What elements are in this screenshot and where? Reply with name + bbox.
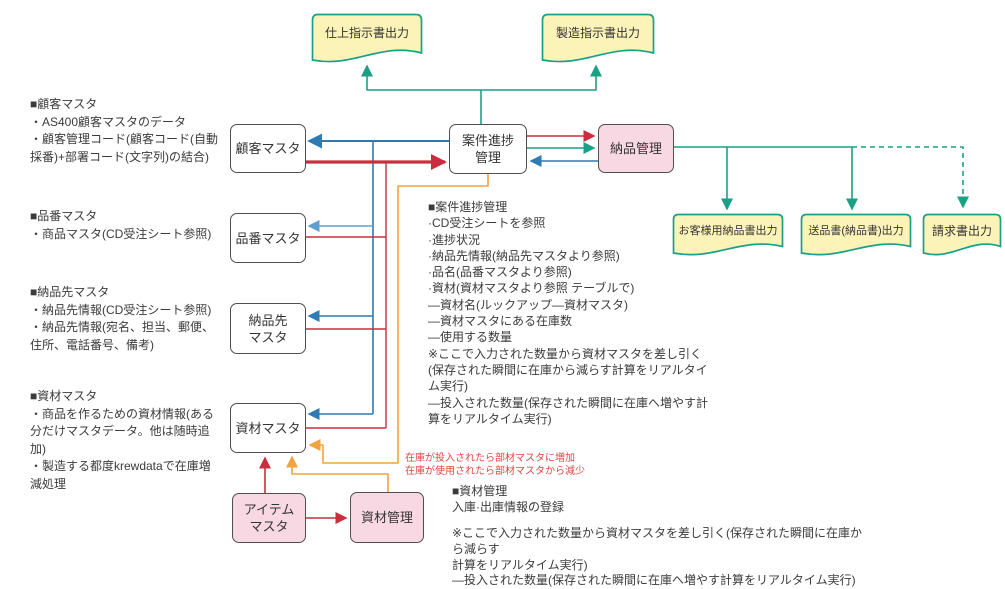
node-shizai-kanri: 資材管理 [350, 492, 424, 543]
document-shape-icon [800, 213, 912, 256]
document-shape-icon [541, 13, 655, 63]
node-hinban-master: 品番マスタ [230, 213, 306, 263]
node-nohinsaki-master: 納品先 マスタ [230, 303, 306, 354]
arrow-anken-to-shizai-orange [308, 174, 489, 464]
doc-okyakusama-output: お客様用納品書出力 [672, 213, 784, 259]
doc-label: 仕上指示書出力 [324, 26, 409, 40]
doc-label: 請求書出力 [931, 223, 992, 238]
doc-sohin-output: 送品書(納品書)出力 [800, 213, 912, 259]
note-hinban-master: ■品番マスタ ・商品マスタ(CD受注シート参照) [30, 209, 212, 241]
node-item-master: アイテム マスタ [232, 493, 306, 543]
note-kokyaku-master: ■顧客マスタ ・AS400顧客マスタのデータ ・顧客管理コード(顧客コード(自動… [30, 97, 218, 164]
node-anken-shinchoku-kanri: 案件進捗 管理 [449, 124, 527, 174]
doc-label: お客様用納品書出力 [678, 225, 778, 237]
node-kokyaku-master: 顧客マスタ [230, 124, 306, 173]
note-nohinsaki-master: ■納品先マスタ ・納品先情報(CD受注シート参照) ・納品先情報(宛名、担当、郵… [30, 285, 214, 352]
doc-seikyu-output: 請求書出力 [922, 213, 1002, 259]
document-shape-icon [311, 13, 423, 63]
document-shape-icon [922, 213, 1002, 256]
note-anken-shinchoku-kanri: ■案件進捗管理 ·CD受注シートを参照 ·進捗状況 ·納品先情報(納品先マスタよ… [428, 200, 708, 426]
arrow-anken-to-shiage-doc [361, 64, 482, 124]
doc-label: 製造指示書出力 [555, 26, 640, 40]
arrow-shizaikanri-to-shizai-orange [286, 455, 389, 492]
note-shizai-kanri-detail: ※ここで入力された数量から資材マスタを差し引く(保存された瞬間に在庫から減らす … [452, 526, 863, 588]
note-shizai-master: ■資材マスタ ・商品を作るための資材情報(ある 分だけマスタデータ。他は随時追 … [30, 389, 214, 491]
document-shape-icon [672, 213, 784, 256]
node-nohin-kanri: 納品管理 [598, 124, 674, 173]
node-shizai-master: 資材マスタ [230, 403, 306, 453]
note-zaiko-red: 在庫が投入されたら部材マスタに増加 在庫が使用されたら部材マスタから減少 [405, 453, 585, 477]
doc-seizo-output: 製造指示書出力 [541, 13, 655, 66]
doc-label: 送品書(納品書)出力 [808, 225, 904, 237]
doc-shiage-output: 仕上指示書出力 [311, 13, 423, 66]
arrow-anken-to-seizo-doc [481, 64, 602, 91]
arrow-to-seikyu-doc-dashed [852, 146, 969, 209]
note-shizai-kanri-header: ■資材管理 入庫·出庫情報の登録 [452, 484, 564, 514]
